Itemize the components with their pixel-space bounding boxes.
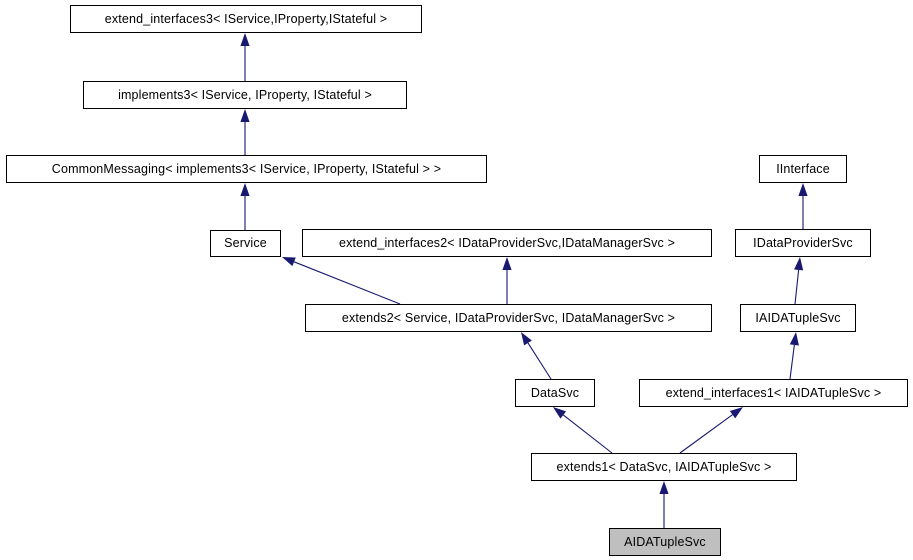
class-node-DataSvc[interactable]: DataSvc [515,379,595,407]
arrow-head [659,481,669,494]
arrow-head [553,407,567,419]
class-node-extend_interfaces2[interactable]: extend_interfaces2< IDataProviderSvc,IDa… [302,229,712,257]
arrow-head [798,183,808,196]
class-node-label: AIDATupleSvc [624,534,706,549]
arrow-head [240,109,250,122]
arrow-shaft [789,344,795,380]
inheritance-arrow-DataSvc-to-extends2 [521,332,552,380]
arrow-head [521,332,532,346]
inheritance-arrow-extends1-to-DataSvc [553,407,613,454]
arrow-head [240,183,250,196]
class-node-label: extends1< DataSvc, IAIDATupleSvc > [556,459,772,474]
class-node-label: Service [224,236,267,251]
inheritance-arrow-extend_interfaces1-to-IAIDATupleSvc [789,332,799,380]
class-node-IInterface[interactable]: IInterface [759,155,847,183]
class-node-label: IInterface [776,161,830,176]
inheritance-arrow-CommonMessaging-to-implements3 [240,109,250,155]
class-node-implements3[interactable]: implements3< IService, IProperty, IState… [83,81,407,109]
arrow-head [794,257,804,271]
arrow-shaft [527,342,552,380]
arrow-head [502,257,512,270]
arrow-head [789,332,799,346]
class-node-label: IAIDATupleSvc [755,310,841,325]
class-node-IAIDATupleSvc[interactable]: IAIDATupleSvc [740,304,856,332]
arrow-head [282,257,296,267]
arrow-head [240,33,250,46]
class-node-label: extend_interfaces2< IDataProviderSvc,IDa… [338,235,676,250]
inheritance-arrow-IAIDATupleSvc-to-IDataProviderSvc [794,257,804,305]
class-node-label: CommonMessaging< implements3< IService, … [51,161,442,176]
class-node-extend_interfaces3[interactable]: extend_interfaces3< IService,IProperty,I… [70,5,422,33]
arrow-shaft [794,269,800,305]
class-node-CommonMessaging[interactable]: CommonMessaging< implements3< IService, … [6,155,487,183]
inheritance-arrow-extends2-to-extend_interfaces2 [502,257,512,304]
class-node-extend_interfaces1[interactable]: extend_interfaces1< IAIDATupleSvc > [639,379,908,407]
class-node-label: implements3< IService, IProperty, IState… [118,87,372,102]
class-node-Service[interactable]: Service [210,230,281,257]
inheritance-arrow-Service-to-CommonMessaging [240,183,250,230]
class-node-label: IDataProviderSvc [753,235,853,250]
arrow-shaft [679,414,733,454]
arrow-shaft [293,261,401,305]
class-node-label: DataSvc [530,385,580,400]
class-node-extends1[interactable]: extends1< DataSvc, IAIDATupleSvc > [531,453,797,481]
inheritance-arrow-AIDATupleSvc-to-extends1 [659,481,669,528]
arrow-head [729,407,743,419]
class-node-label: extends2< Service, IDataProviderSvc, IDa… [341,310,676,325]
inheritance-arrow-extends2-to-Service [282,257,401,305]
arrow-shaft [562,414,613,454]
class-node-extends2[interactable]: extends2< Service, IDataProviderSvc, IDa… [305,304,712,332]
class-node-label: extend_interfaces1< IAIDATupleSvc > [665,385,882,400]
class-node-label: extend_interfaces3< IService,IProperty,I… [104,11,388,26]
inheritance-arrow-IDataProviderSvc-to-IInterface [798,183,808,229]
class-node-AIDATupleSvc[interactable]: AIDATupleSvc [609,528,721,556]
class-node-IDataProviderSvc[interactable]: IDataProviderSvc [735,229,871,257]
inheritance-arrow-extends1-to-extend_interfaces1 [679,407,743,454]
inheritance-arrow-implements3-to-extend_interfaces3 [240,33,250,81]
